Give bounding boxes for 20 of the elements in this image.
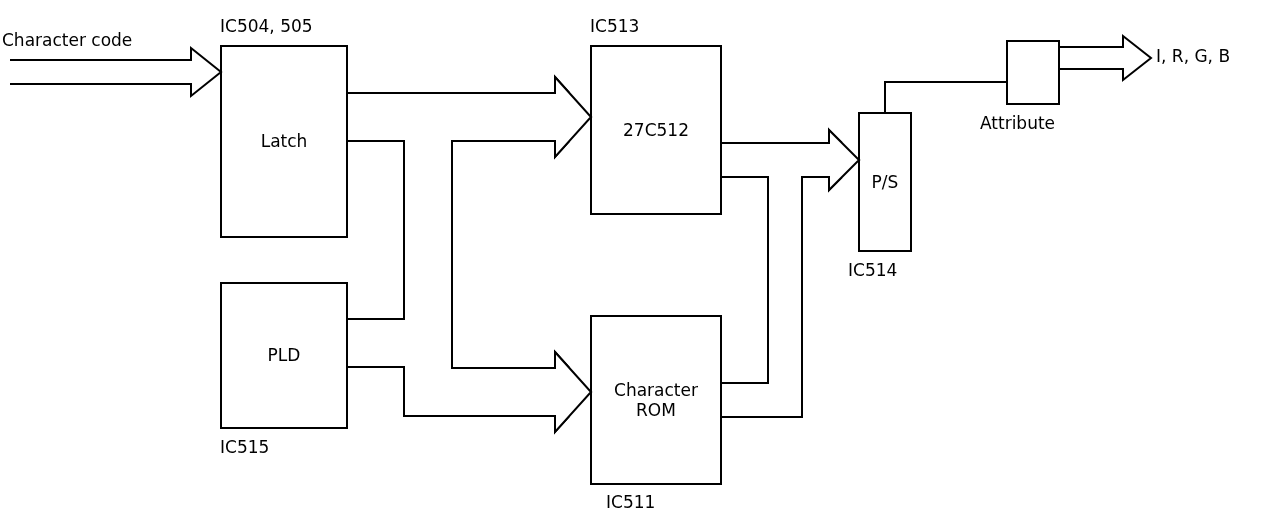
chip-label: Character ROM bbox=[613, 379, 699, 421]
chip-box bbox=[590, 45, 722, 215]
signal-label: Character code bbox=[2, 30, 133, 51]
chip-caption: IC515 bbox=[220, 437, 270, 457]
signal-line bbox=[884, 81, 1008, 113]
chip-caption: IC504, 505 bbox=[220, 16, 313, 36]
chip-caption: Attribute bbox=[980, 113, 1056, 133]
chip-label: Latch bbox=[260, 131, 308, 152]
chip-box bbox=[220, 45, 348, 238]
chip-box bbox=[220, 282, 348, 429]
chip-box bbox=[858, 112, 912, 252]
chip-box bbox=[590, 315, 722, 485]
chip-label: P/S bbox=[871, 171, 899, 193]
chip-caption: IC514 bbox=[848, 260, 898, 280]
chip-caption: IC511 bbox=[606, 492, 656, 512]
signal-label: I, R, G, B bbox=[1156, 46, 1231, 67]
chip-label: 27C512 bbox=[623, 119, 689, 141]
chip-label: PLD bbox=[267, 345, 301, 366]
box-shape bbox=[1006, 40, 1060, 105]
chip-caption: IC513 bbox=[590, 16, 640, 36]
